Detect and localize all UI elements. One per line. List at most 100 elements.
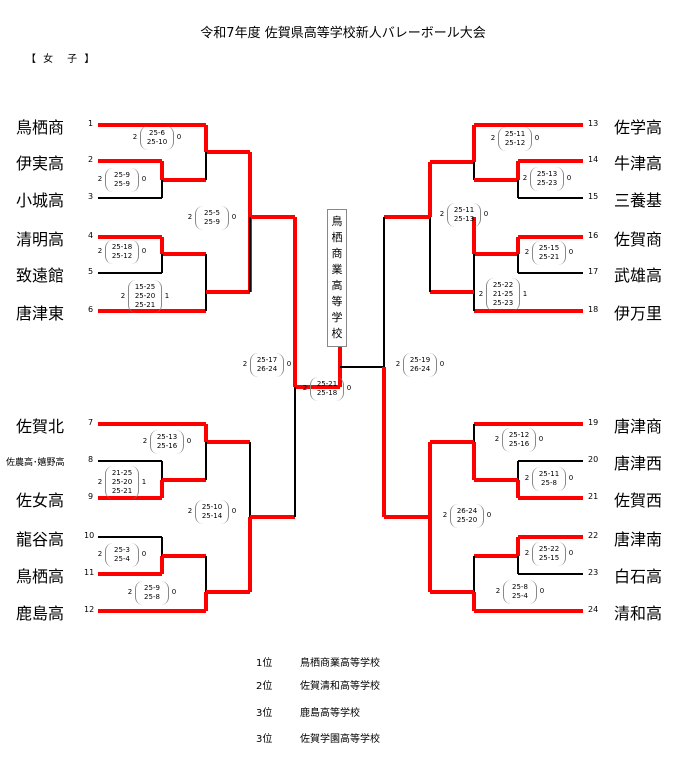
winner-line: [162, 554, 206, 558]
champion-char: 等: [331, 295, 343, 308]
team-name: 致遠館: [16, 266, 65, 285]
set-score: 25-21: [316, 380, 338, 388]
winner-line: [474, 554, 518, 558]
set-score: 25-11: [538, 470, 560, 478]
champion-char: 鳥: [331, 215, 343, 228]
set-score: 25-19: [409, 356, 431, 364]
winner-line: [516, 480, 520, 498]
score-bracket: [503, 580, 537, 604]
set-score: 25-20: [134, 292, 156, 300]
winner-line: [430, 590, 474, 594]
winner-line: [518, 496, 583, 500]
set-score: 21-25: [111, 469, 133, 477]
winner-line: [160, 556, 164, 574]
bracket-line: [473, 424, 475, 442]
winner-line: [206, 440, 250, 444]
score-bracket: [450, 504, 484, 528]
set-score: 25-5: [204, 209, 220, 217]
winner-line: [430, 160, 474, 164]
winner-line: [384, 215, 430, 219]
team-name: 佐賀商: [614, 230, 663, 249]
team-name: 佐賀北: [16, 417, 65, 436]
winner-line: [472, 125, 476, 162]
winner-line: [474, 609, 583, 613]
winner-sets: 2: [524, 248, 530, 256]
rank-school: 鹿島高等学校: [300, 708, 360, 719]
team-name: 佐女高: [16, 491, 65, 510]
set-score: 25-18: [111, 243, 133, 251]
set-score: 25-23: [536, 179, 558, 187]
set-score: 25-4: [512, 592, 528, 600]
loser-sets: 1: [164, 291, 170, 300]
bracket-line: [161, 254, 163, 273]
set-score: 25-8: [144, 593, 160, 601]
winner-line: [293, 217, 297, 387]
winner-sets: 2: [524, 474, 530, 482]
score-bracket: [105, 240, 139, 264]
winner-sets: 2: [439, 210, 445, 218]
winner-sets: 2: [522, 174, 528, 182]
team-name: 清和高: [614, 604, 663, 623]
set-score: 25-12: [508, 431, 530, 439]
team-name: 白石高: [614, 567, 663, 586]
winner-sets: 2: [495, 587, 501, 595]
bracket-line: [161, 537, 163, 556]
winner-line: [250, 215, 295, 219]
seed-number: 7: [88, 418, 94, 427]
loser-sets: 1: [522, 289, 528, 298]
score-bracket: [502, 428, 536, 452]
bracket-line: [161, 461, 163, 480]
winner-line: [204, 592, 208, 611]
loser-sets: 0: [286, 360, 292, 368]
bracket-line: [517, 556, 519, 574]
set-score: 25-10: [201, 503, 223, 511]
loser-sets: 0: [483, 210, 489, 218]
winner-line: [98, 572, 162, 576]
winner-line: [516, 161, 520, 180]
winner-line: [160, 237, 164, 254]
bracket-line: [98, 460, 162, 462]
seed-number: 24: [588, 605, 599, 614]
winner-line: [518, 159, 583, 163]
champion-name: 鳥栖商業高等学校: [328, 214, 346, 342]
score-bracket: [105, 168, 139, 192]
winner-line: [295, 385, 340, 389]
bracket-line: [473, 254, 475, 292]
winner-line: [474, 309, 583, 313]
bracket-line: [249, 217, 251, 292]
bracket-line: [429, 217, 431, 292]
team-name: 唐津南: [614, 530, 663, 549]
winner-line: [382, 367, 386, 517]
bracket-line: [518, 573, 583, 575]
set-score: 25-20: [111, 478, 133, 486]
winner-line: [428, 517, 432, 592]
score-bracket: [195, 206, 229, 230]
winner-sets: 2: [187, 507, 193, 515]
bracket-line: [473, 556, 475, 592]
set-score: 25-9: [204, 218, 220, 226]
champion-box: 鳥栖商業高等学校: [327, 209, 347, 347]
loser-sets: 0: [568, 549, 574, 557]
bracket-line: [340, 366, 384, 368]
loser-sets: 0: [568, 474, 574, 482]
loser-sets: 0: [486, 511, 492, 519]
team-name: 伊実高: [16, 154, 65, 173]
set-score: 25-21: [134, 301, 156, 309]
winner-line: [162, 178, 206, 182]
bracket-line: [473, 162, 475, 180]
